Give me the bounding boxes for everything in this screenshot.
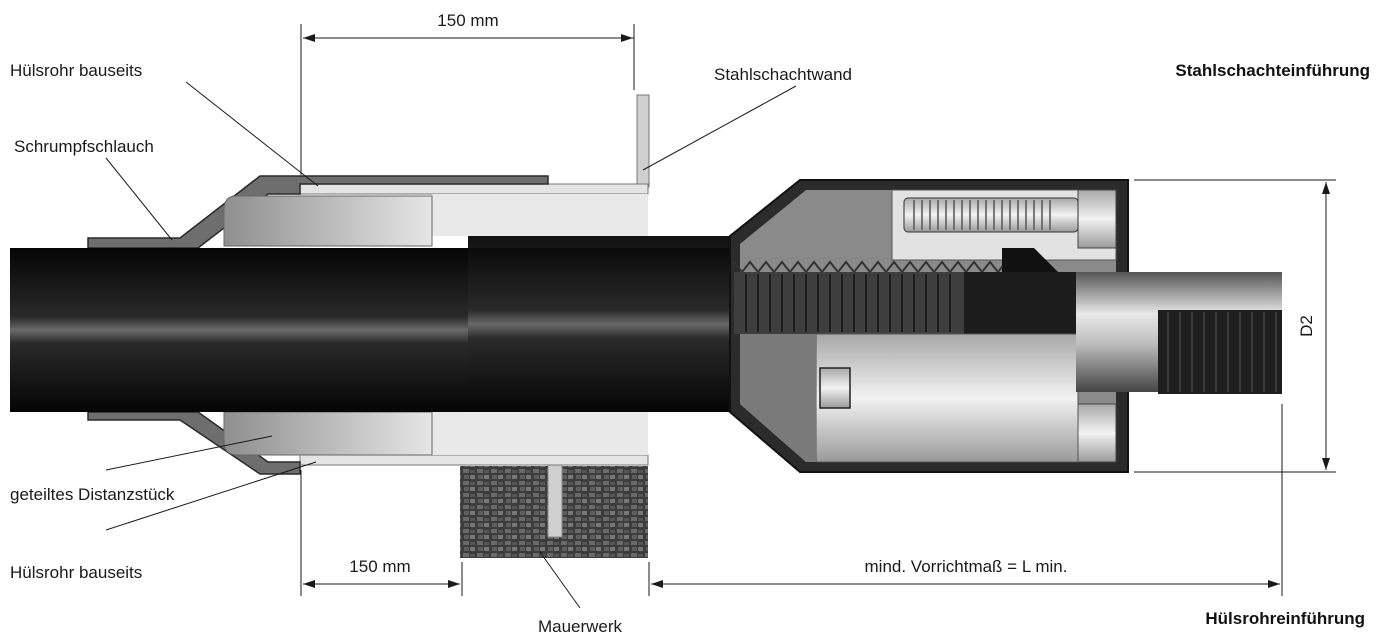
arrow-d2-bottom [1322,458,1330,470]
coupling-cone-lower [740,334,816,462]
label-steel-wall: Stahlschachtwand [714,65,852,84]
arrow-d2-top [1322,182,1330,194]
coupling-body-lower [815,333,1079,463]
exit-cable-ribbed [1158,310,1282,394]
leader-shrink-tube [105,157,173,241]
sleeve-pipe-interior-bottom [432,412,648,455]
shrink-tube-bottom [87,411,301,475]
steel-shaft-wall [636,94,650,188]
arrow-top-150-left [303,34,315,42]
wall-anchor-plate [547,461,563,538]
corrugated-seal [733,260,1023,274]
leader-masonry [539,551,581,609]
coupling-nut-bottom [1077,403,1117,463]
sleeve-pipe-bottom [299,454,649,466]
arrow-bottom-150-left [303,580,315,588]
label-sleeve-top: Hülsrohr bauseits [10,61,142,80]
pressure-ring [964,272,1076,334]
title-steel-shaft-entry: Stahlschachteinführung [1175,61,1370,80]
leader-spacer [105,435,273,471]
sleeve-pipe-interior-top [432,194,648,236]
arrow-min-left [651,580,663,588]
bolt-thread [913,200,1051,230]
leader-steel-wall [642,85,797,171]
pipe-collar [468,236,730,412]
arrow-bottom-150-right [448,580,460,588]
dim-label-min-length: mind. Vorrichtmaß = L min. [865,557,1068,576]
lock-pin [819,367,851,409]
seal-wedge [1002,248,1064,278]
label-sleeve-bottom: Hülsrohr bauseits [10,563,142,582]
spacer-bottom [223,411,433,456]
dim-label-d2: D2 [1297,315,1316,337]
label-shrink-tube: Schrumpfschlauch [14,137,154,156]
leader-sleeve-bottom [105,461,317,531]
spacer-top [223,195,433,247]
sleeve-pipe-top [299,183,649,195]
leader-sleeve-top [185,81,319,187]
label-spacer: geteiltes Distanzstück [10,485,175,504]
arrow-min-right [1268,580,1280,588]
coupling-nut-top [1077,189,1117,249]
title-sleeve-pipe-entry: Hülsrohreinführung [1205,609,1365,628]
exit-cable-ribs [1167,312,1277,392]
threaded-core [734,272,964,334]
label-masonry: Mauerwerk [538,617,623,636]
dim-label-top-150: 150 mm [437,11,498,30]
core-thread [745,274,951,332]
dim-label-bottom-150: 150 mm [349,557,410,576]
arrow-top-150-right [621,34,633,42]
